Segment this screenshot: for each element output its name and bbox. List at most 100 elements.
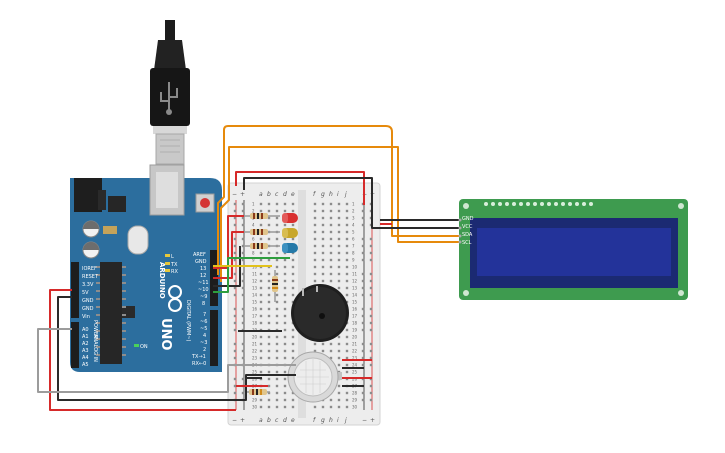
breadboard-hole[interactable]	[321, 272, 325, 276]
rail-hole[interactable]	[369, 356, 373, 360]
rail-hole[interactable]	[233, 328, 237, 332]
breadboard-hole[interactable]	[275, 202, 279, 206]
breadboard-hole[interactable]	[321, 209, 325, 213]
breadboard-hole[interactable]	[283, 405, 287, 409]
breadboard-hole[interactable]	[275, 314, 279, 318]
rail-hole[interactable]	[241, 258, 245, 262]
breadboard-hole[interactable]	[345, 286, 349, 290]
breadboard-hole[interactable]	[259, 272, 263, 276]
breadboard-hole[interactable]	[267, 342, 271, 346]
breadboard-hole[interactable]	[337, 384, 341, 388]
rail-hole[interactable]	[369, 272, 373, 276]
breadboard-hole[interactable]	[259, 251, 263, 255]
breadboard-hole[interactable]	[283, 279, 287, 283]
breadboard-hole[interactable]	[345, 272, 349, 276]
rail-hole[interactable]	[241, 391, 245, 395]
wire-black-gnd[interactable]	[213, 246, 241, 287]
breadboard-hole[interactable]	[283, 398, 287, 402]
breadboard-hole[interactable]	[267, 356, 271, 360]
rail-hole[interactable]	[369, 314, 373, 318]
breadboard-hole[interactable]	[313, 342, 317, 346]
breadboard-hole[interactable]	[329, 272, 333, 276]
breadboard-hole[interactable]	[259, 293, 263, 297]
resistor-3[interactable]	[244, 243, 280, 249]
rail-hole[interactable]	[241, 321, 245, 325]
breadboard-hole[interactable]	[275, 342, 279, 346]
breadboard-hole[interactable]	[267, 314, 271, 318]
rail-hole[interactable]	[361, 286, 365, 290]
rail-hole[interactable]	[361, 307, 365, 311]
breadboard-hole[interactable]	[275, 370, 279, 374]
breadboard-hole[interactable]	[329, 223, 333, 227]
breadboard-hole[interactable]	[291, 349, 295, 353]
breadboard-hole[interactable]	[321, 349, 325, 353]
breadboard-hole[interactable]	[313, 349, 317, 353]
breadboard-hole[interactable]	[313, 244, 317, 248]
breadboard-hole[interactable]	[259, 279, 263, 283]
breadboard-hole[interactable]	[275, 405, 279, 409]
breadboard-hole[interactable]	[267, 223, 271, 227]
rail-hole[interactable]	[241, 251, 245, 255]
breadboard-hole[interactable]	[329, 230, 333, 234]
breadboard-hole[interactable]	[283, 335, 287, 339]
rail-hole[interactable]	[369, 349, 373, 353]
rail-hole[interactable]	[241, 209, 245, 213]
breadboard-hole[interactable]	[291, 209, 295, 213]
breadboard-hole[interactable]	[283, 202, 287, 206]
rail-hole[interactable]	[369, 286, 373, 290]
breadboard-hole[interactable]	[345, 293, 349, 297]
breadboard-hole[interactable]	[267, 251, 271, 255]
breadboard-hole[interactable]	[345, 391, 349, 395]
rail-hole[interactable]	[361, 272, 365, 276]
breadboard-hole[interactable]	[259, 223, 263, 227]
breadboard-hole[interactable]	[283, 370, 287, 374]
rail-hole[interactable]	[361, 258, 365, 262]
breadboard-hole[interactable]	[345, 356, 349, 360]
piezo-buzzer[interactable]	[291, 284, 349, 342]
rail-hole[interactable]	[361, 209, 365, 213]
breadboard-hole[interactable]	[283, 300, 287, 304]
breadboard-hole[interactable]	[275, 293, 279, 297]
breadboard-hole[interactable]	[283, 321, 287, 325]
breadboard-hole[interactable]	[345, 370, 349, 374]
leds[interactable]	[282, 213, 298, 253]
breadboard-hole[interactable]	[259, 286, 263, 290]
rail-hole[interactable]	[233, 342, 237, 346]
breadboard-hole[interactable]	[345, 251, 349, 255]
breadboard-hole[interactable]	[291, 356, 295, 360]
rail-hole[interactable]	[369, 293, 373, 297]
breadboard-hole[interactable]	[259, 258, 263, 262]
breadboard-hole[interactable]	[337, 265, 341, 269]
breadboard-hole[interactable]	[275, 223, 279, 227]
resistors[interactable]	[244, 213, 280, 395]
breadboard-hole[interactable]	[275, 356, 279, 360]
breadboard-hole[interactable]	[345, 209, 349, 213]
breadboard-hole[interactable]	[337, 209, 341, 213]
rail-hole[interactable]	[241, 377, 245, 381]
breadboard-hole[interactable]	[275, 216, 279, 220]
breadboard-hole[interactable]	[259, 314, 263, 318]
breadboard-hole[interactable]	[337, 258, 341, 262]
breadboard-hole[interactable]	[267, 300, 271, 304]
breadboard-hole[interactable]	[345, 223, 349, 227]
breadboard-hole[interactable]	[345, 405, 349, 409]
breadboard-hole[interactable]	[283, 384, 287, 388]
rail-hole[interactable]	[233, 216, 237, 220]
breadboard-hole[interactable]	[337, 251, 341, 255]
rail-hole[interactable]	[361, 244, 365, 248]
breadboard-hole[interactable]	[259, 405, 263, 409]
rail-hole[interactable]	[241, 216, 245, 220]
led-blue[interactable]	[282, 243, 298, 253]
breadboard-hole[interactable]	[275, 349, 279, 353]
rail-hole[interactable]	[369, 384, 373, 388]
rail-hole[interactable]	[233, 272, 237, 276]
breadboard-hole[interactable]	[313, 209, 317, 213]
breadboard-hole[interactable]	[275, 265, 279, 269]
breadboard-hole[interactable]	[259, 356, 263, 360]
rail-hole[interactable]	[361, 321, 365, 325]
breadboard-hole[interactable]	[321, 244, 325, 248]
breadboard-hole[interactable]	[337, 237, 341, 241]
breadboard-hole[interactable]	[291, 279, 295, 283]
breadboard-hole[interactable]	[337, 223, 341, 227]
breadboard-hole[interactable]	[283, 349, 287, 353]
